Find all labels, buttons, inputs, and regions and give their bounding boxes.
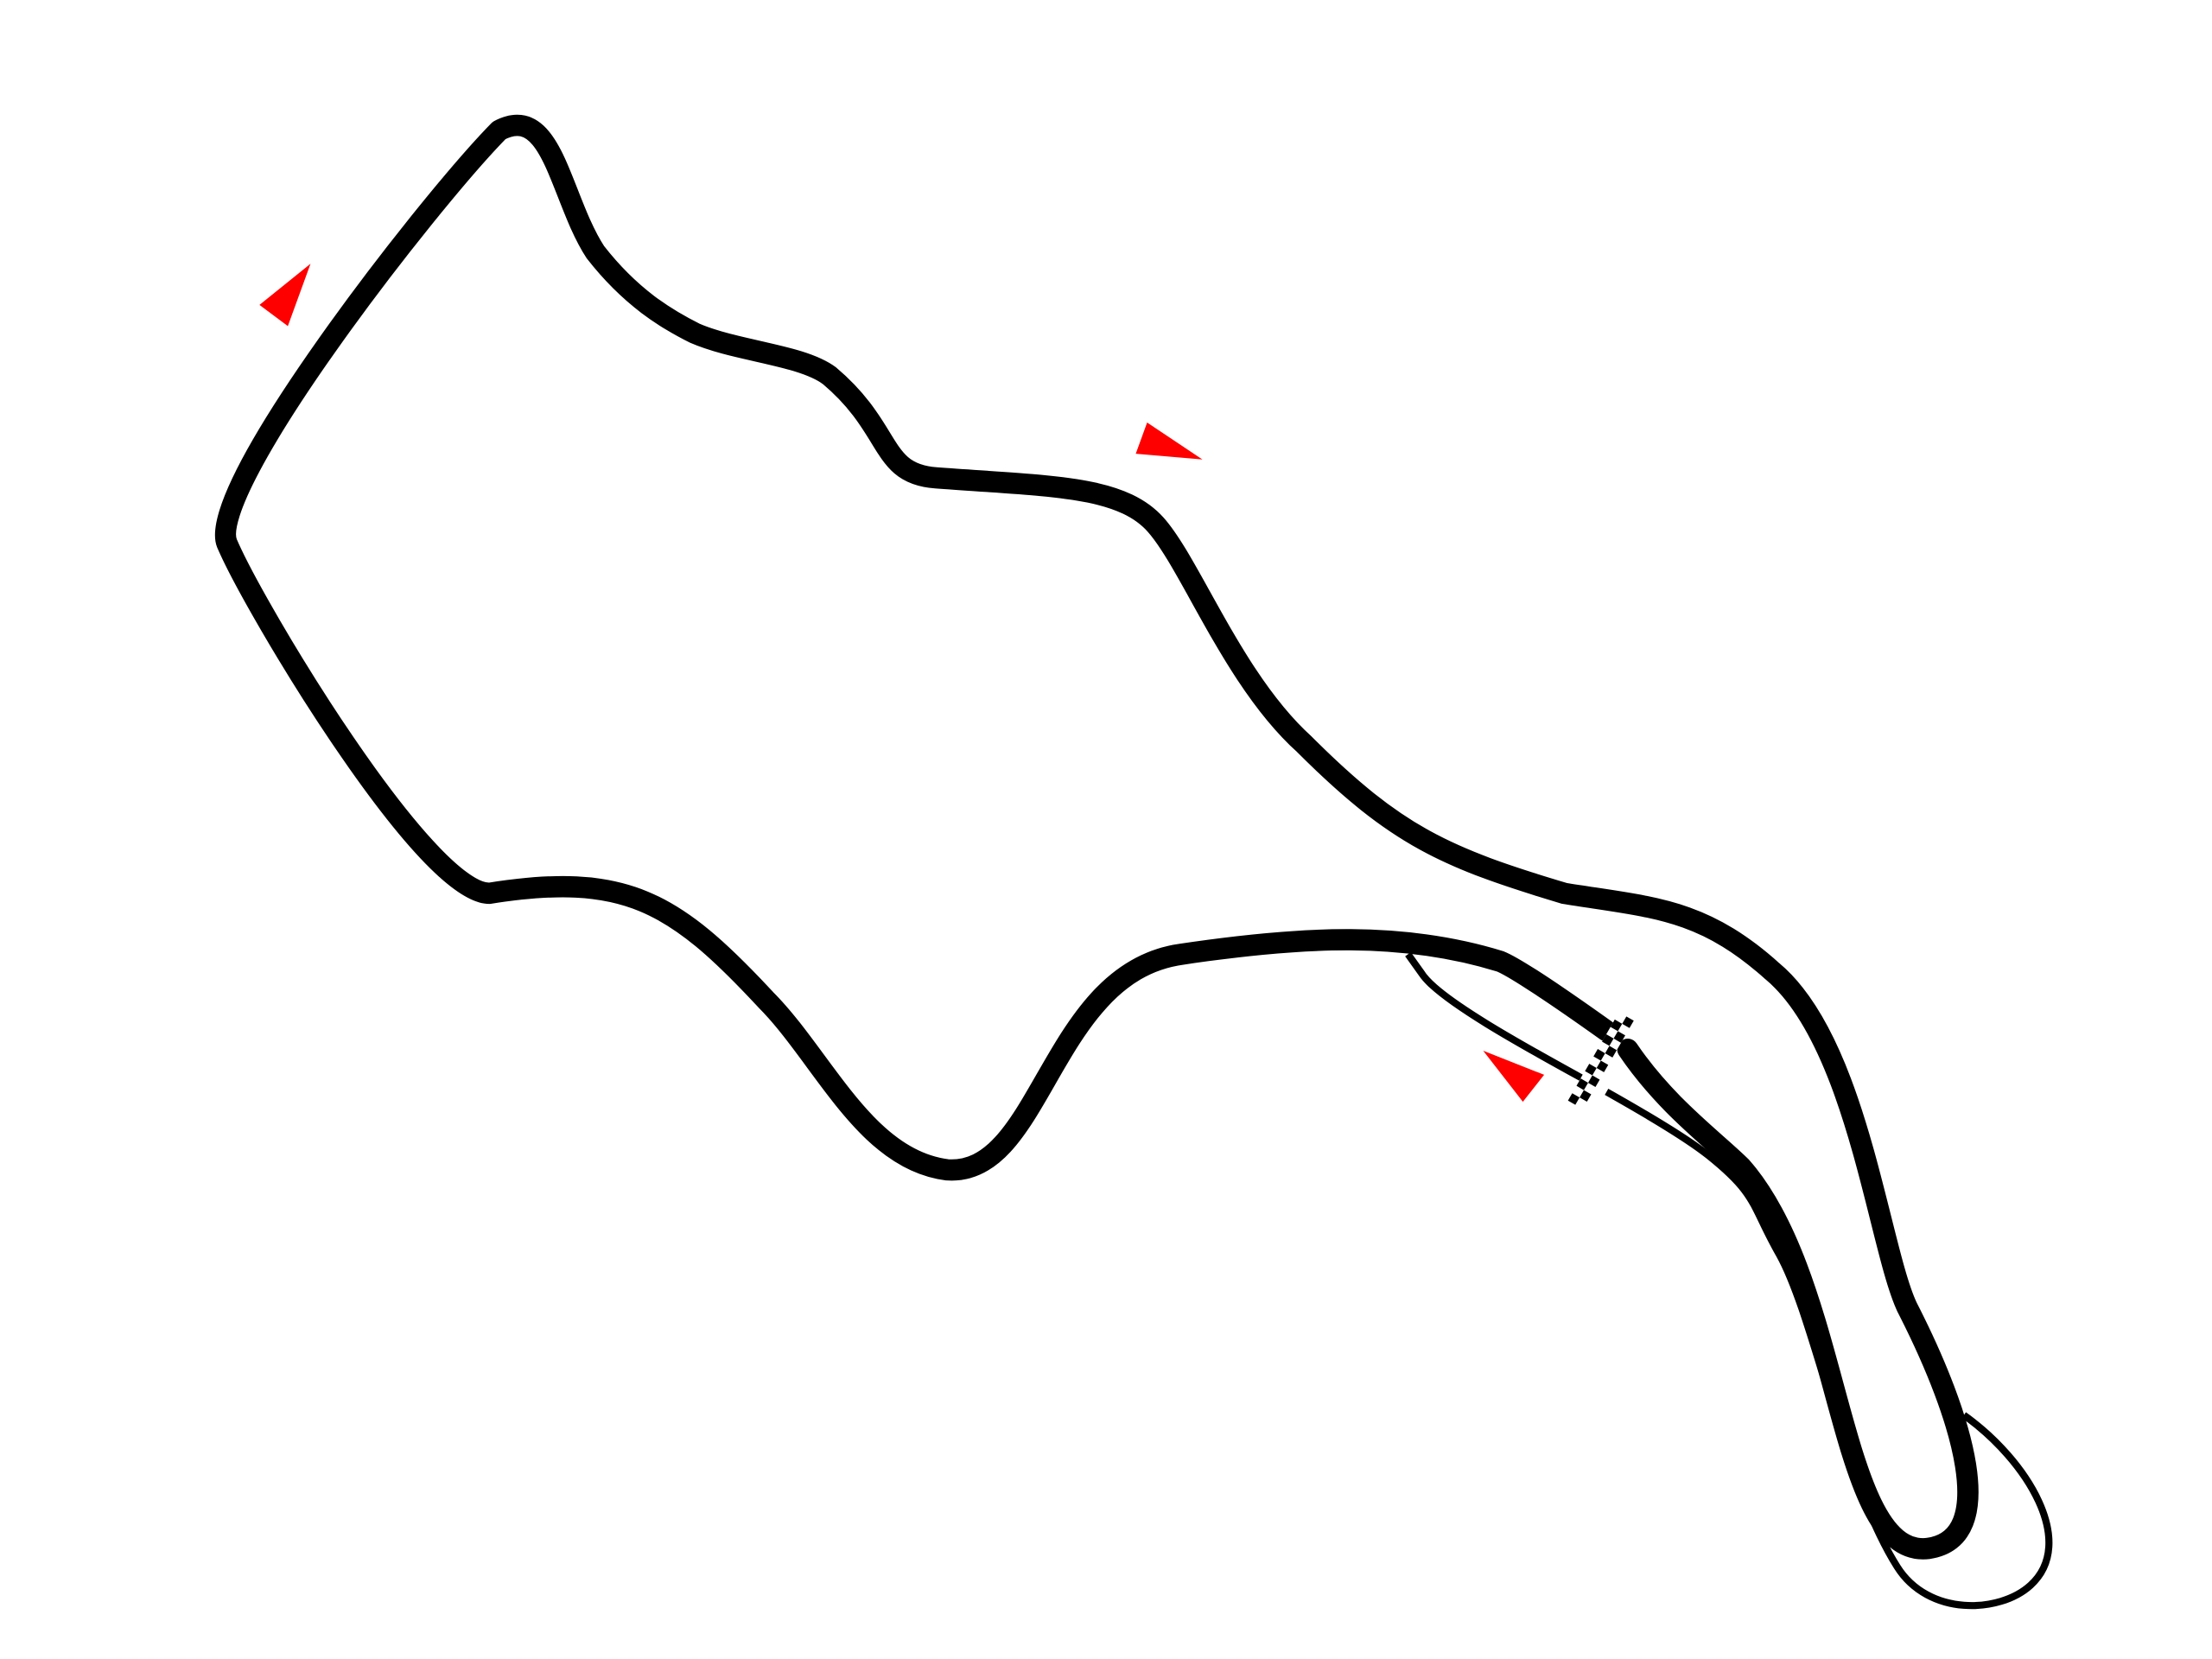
- checker-square: [1587, 1075, 1600, 1087]
- checker-square: [1610, 1019, 1623, 1032]
- direction-arrows: [259, 264, 1545, 1103]
- direction-arrow-marker: [259, 264, 311, 327]
- start-finish-line: [1559, 997, 1643, 1124]
- checker-square: [1622, 1016, 1634, 1028]
- checker-square: [1613, 1031, 1625, 1043]
- direction-arrow-marker: [1483, 1051, 1545, 1103]
- main-circuit: [214, 114, 1979, 1560]
- direction-arrow-marker: [1135, 423, 1203, 460]
- checker-square: [1567, 1093, 1580, 1105]
- alternate-loop: [1405, 952, 2053, 1610]
- checker-square: [1576, 1078, 1588, 1090]
- checker-square: [1580, 1090, 1592, 1103]
- checker-square: [1593, 1049, 1605, 1061]
- checker-square: [1602, 1033, 1614, 1046]
- checker-square: [1585, 1064, 1597, 1076]
- checker-square: [1605, 1046, 1618, 1058]
- checker-square: [1596, 1060, 1609, 1072]
